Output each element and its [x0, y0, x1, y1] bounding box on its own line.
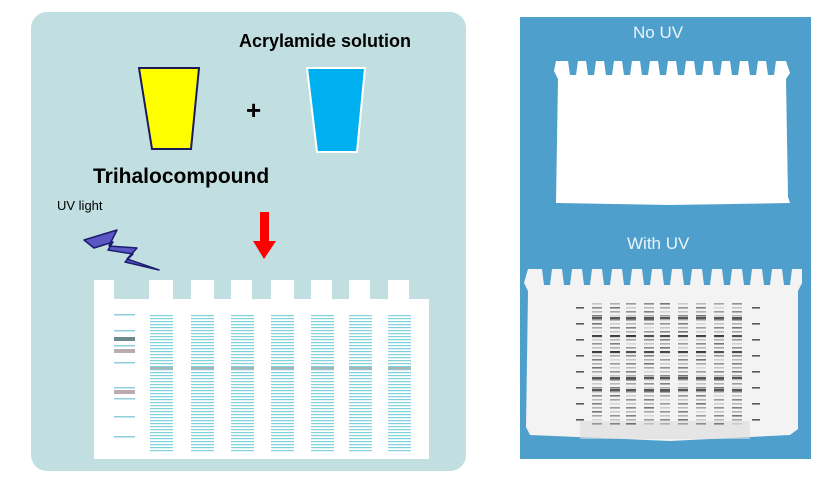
sample-lane — [191, 315, 214, 452]
trihalocompound-label: Trihalocompound — [93, 165, 270, 188]
marker-band-strong — [114, 349, 135, 353]
sample-lane — [231, 315, 254, 452]
sample-lane — [271, 315, 294, 452]
marker-lane — [114, 314, 135, 438]
trihalocompound-cup — [137, 67, 201, 150]
photo-lane — [660, 303, 670, 425]
photo-lane — [576, 307, 584, 421]
no-uv-label: No UV — [633, 23, 684, 42]
sample-lane — [388, 315, 411, 452]
red-down-arrow-icon — [253, 212, 276, 259]
gel-schematic — [94, 280, 429, 459]
marker-band — [114, 398, 135, 400]
no-uv-gel — [554, 61, 790, 205]
gel-photos — [520, 17, 811, 459]
plus-sign: + — [246, 95, 262, 125]
sample-lane — [349, 315, 372, 452]
marker-band — [114, 387, 135, 389]
photo-lane — [752, 307, 760, 421]
photo-lane — [714, 303, 724, 425]
with-uv-gel-lanes — [576, 303, 760, 425]
sample-lane — [311, 315, 334, 452]
uv-light-label: UV light — [57, 198, 103, 213]
marker-band — [114, 314, 135, 316]
with-uv-label: With UV — [627, 234, 690, 253]
photo-lane — [592, 303, 602, 425]
photo-lane — [696, 303, 706, 425]
acrylamide-cup — [305, 67, 367, 153]
schematic-panel: Acrylamide solution + Trihalocompound UV… — [31, 12, 466, 471]
marker-band — [114, 436, 135, 438]
photo-lane — [610, 303, 620, 425]
acrylamide-solution-label: Acrylamide solution — [239, 31, 412, 51]
marker-band — [114, 345, 135, 347]
schematic-graphic — [31, 12, 466, 471]
photo-lane — [644, 303, 654, 425]
photo-lane — [732, 303, 742, 425]
gel-bottom-shadow — [580, 421, 750, 439]
marker-band-strong — [114, 337, 135, 341]
sample-lane — [150, 315, 173, 452]
marker-band — [114, 416, 135, 418]
photo-lane — [678, 303, 688, 425]
lightning-bolt-icon — [83, 229, 160, 271]
photo-lane — [626, 303, 636, 425]
marker-band-strong — [114, 390, 135, 394]
gel-photo-panel: No UV With UV — [520, 17, 811, 459]
gel-body — [94, 280, 429, 459]
marker-band — [114, 330, 135, 332]
marker-band — [114, 362, 135, 364]
